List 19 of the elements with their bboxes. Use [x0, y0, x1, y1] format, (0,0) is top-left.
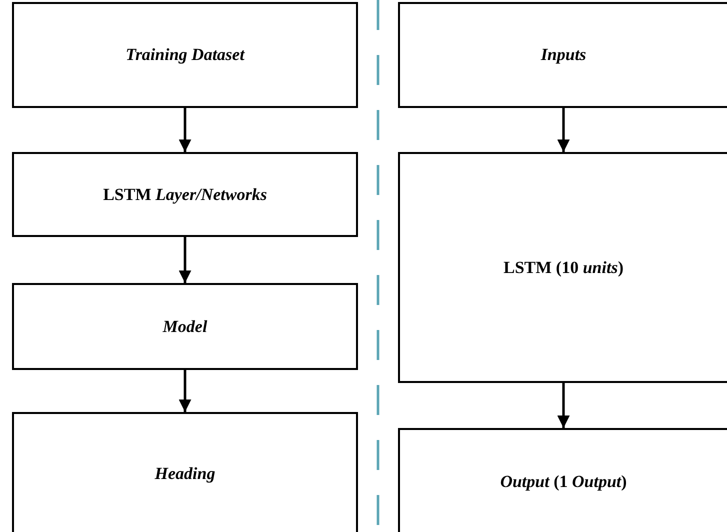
- arrow: [557, 108, 570, 152]
- box-label: Heading: [154, 464, 216, 484]
- process-box: [12, 2, 358, 108]
- process-box: [12, 283, 358, 370]
- box-label: LSTM Layer/Networks: [103, 184, 267, 204]
- arrow: [178, 237, 192, 283]
- arrow: [178, 108, 192, 152]
- box-label: Inputs: [540, 45, 586, 65]
- box-label: Model: [162, 316, 208, 336]
- arrow: [557, 383, 570, 428]
- process-box: [12, 152, 358, 237]
- process-box: [12, 412, 358, 532]
- box-label: Training Dataset: [126, 45, 244, 65]
- box-label: Output (1 Output): [500, 472, 627, 492]
- box-label: LSTM (10 units): [504, 258, 624, 278]
- process-box: [398, 428, 727, 532]
- process-box: [398, 2, 727, 108]
- arrow: [178, 370, 192, 412]
- process-box: [398, 152, 727, 383]
